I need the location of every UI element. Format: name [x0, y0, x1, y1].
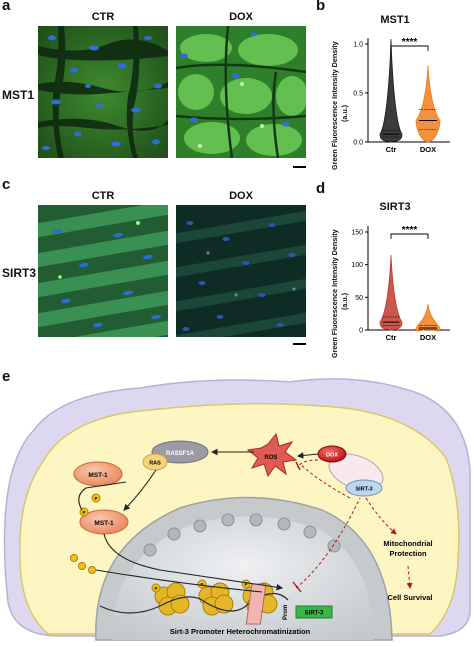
node-dox: DOX [326, 453, 338, 459]
phosphate-label-4: P [200, 582, 203, 587]
panel-label-a: a [2, 0, 11, 14]
label-heterochromatin: Sirt-3 Promoter Heterochromatinization [170, 627, 311, 636]
scale-bar-2 [293, 343, 306, 345]
y-axis-label-b: Green Fluorescence Intensity Density [330, 41, 339, 170]
significance-bracket [390, 45, 429, 51]
label-protection: Protection [389, 549, 427, 558]
node-sirt3-gene: SIRT-3 [305, 611, 324, 617]
significance-stars: **** [402, 225, 418, 236]
micrograph-sirt3-ctr [38, 205, 168, 337]
label-mitochondrial: Mitochondrial [383, 539, 432, 548]
phosphate-label-3: P [154, 586, 157, 591]
chart-title-sirt3: SIRT3 [379, 201, 411, 213]
node-mst1-bottom: MST-1 [94, 520, 114, 527]
chart-title-mst1: MST1 [380, 14, 410, 26]
y-axis-label-text-2: Green Fluorescence Intensity Density [330, 229, 339, 358]
column-header-ctr-2: CTR [91, 190, 115, 202]
y-tick-label: 0.0 [353, 140, 363, 147]
row-header-sirt3: SIRT3 [2, 266, 37, 280]
node-prom: Prom [283, 605, 289, 620]
node-sirt3: SIRT-3 [355, 487, 372, 493]
node-ras: RAS [149, 461, 161, 467]
panel-label-c: c [2, 176, 11, 193]
violin-dox [415, 65, 441, 143]
node-mst1-top: MST-1 [88, 472, 108, 479]
panel-label-e: e [2, 368, 11, 385]
y-tick-label: 1.0 [353, 42, 363, 49]
panel-label-b: b [316, 0, 326, 14]
micrograph-mst1-dox [176, 26, 306, 158]
panel-label-d: d [316, 180, 326, 197]
x-tick-label: Ctr [386, 145, 397, 154]
x-tick-label: DOX [420, 145, 436, 154]
significance-bracket [390, 233, 429, 239]
y-axis-label-text: Green Fluorescence Intensity Density [330, 41, 339, 170]
label-cell-survival: Cell Survival [387, 593, 432, 602]
node-ros: ROS [264, 455, 277, 461]
row-header-mst1: MST1 [2, 88, 35, 102]
phosphate-label: P [82, 510, 85, 515]
violin-ctr [379, 254, 403, 331]
column-header-ctr: CTR [91, 11, 115, 23]
violin-ctr [379, 39, 403, 143]
phosphate-label-2: P [94, 496, 97, 501]
y-tick-label: 100 [351, 262, 363, 269]
significance-stars: **** [402, 37, 418, 48]
phosphate-label-5: P [244, 582, 247, 587]
ros-burst [246, 432, 298, 478]
column-header-dox-2: DOX [229, 190, 253, 202]
y-tick-label: 0.5 [353, 91, 363, 98]
y-tick-label: 50 [355, 295, 363, 302]
micrograph-sirt3-dox [176, 205, 306, 337]
violin-dox [415, 303, 441, 332]
column-header-dox: DOX [229, 11, 253, 23]
y-tick-label: 0 [359, 328, 363, 335]
x-tick-label: DOX [420, 333, 436, 342]
node-rassf1a: RASSF1A [166, 451, 195, 457]
y-tick-label: 150 [351, 230, 363, 237]
micrograph-mst1-ctr [38, 26, 168, 158]
x-tick-label: Ctr [386, 333, 397, 342]
scale-bar [293, 166, 306, 168]
signaling-diagram: RASSF1A RAS MST-1 MST-1 P P ROS DOX SIRT… [3, 378, 471, 641]
y-axis-label-d: Green Fluorescence Intensity Density [330, 229, 339, 358]
